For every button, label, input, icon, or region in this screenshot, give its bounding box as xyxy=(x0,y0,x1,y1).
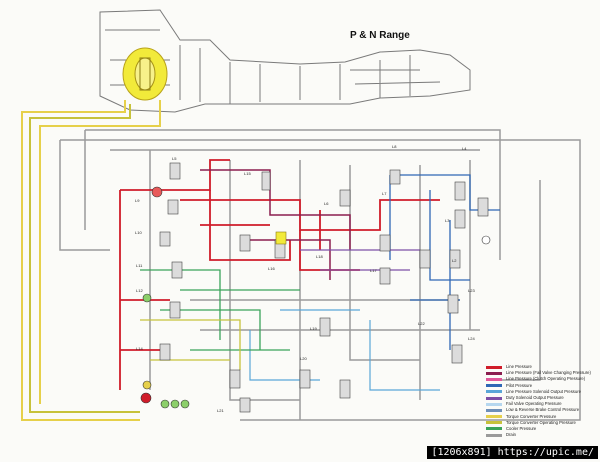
solenoid-output-lines xyxy=(249,309,440,391)
valve-label: L9 xyxy=(135,198,140,203)
legend-item: Line Pressure xyxy=(486,364,598,370)
legend-swatch xyxy=(486,396,502,400)
torque-converter-lines xyxy=(21,100,161,421)
valve-label: L23 xyxy=(468,288,475,293)
legend-swatch xyxy=(486,371,502,375)
legend-swatch xyxy=(486,415,502,419)
valve-bodies xyxy=(159,162,489,413)
valve-label: L10 xyxy=(135,230,142,235)
legend-swatch xyxy=(486,390,502,394)
valve-label: L20 xyxy=(300,356,307,361)
valve-label: L8 xyxy=(392,144,397,149)
legend-label: Fail Valve Operating Pressure xyxy=(506,401,562,407)
highlight-valve xyxy=(275,231,287,245)
legend-item: Line Pressure (Fail Valve Changing Press… xyxy=(486,370,598,376)
valve-label: L11 xyxy=(136,263,143,268)
legend-item: Duty Solenoid Output Pressure xyxy=(486,395,598,401)
valve-label: L18 xyxy=(316,254,323,259)
solenoids xyxy=(140,186,491,409)
legend-label: Pilot Pressure xyxy=(506,382,533,388)
legend-label: Torque Converter Pressure xyxy=(506,413,557,419)
valve-label: L2 xyxy=(452,258,457,263)
valve-label: L5 xyxy=(172,156,177,161)
legend-item: Pilot Pressure xyxy=(486,383,598,389)
valve-label: L22 xyxy=(418,321,425,326)
valve-label: L6 xyxy=(324,201,329,206)
legend-label: Torque Converter Operating Pressure xyxy=(506,419,576,425)
valve-label: L24 xyxy=(468,336,475,341)
legend-label: Line Pressure (Clutch Operating Pressure… xyxy=(506,376,586,382)
cooler-lines xyxy=(140,269,300,351)
valve-label-group: L5 L9 L10 L11 L12 L14 L15 L16 L18 L19 L2… xyxy=(135,144,475,413)
legend-swatch xyxy=(486,433,502,437)
legend-item: Line Pressure (Clutch Operating Pressure… xyxy=(486,376,598,382)
legend-label: Line Pressure (Fail Valve Changing Press… xyxy=(506,370,591,376)
valve-label: L14 xyxy=(136,346,143,351)
legend-swatch xyxy=(486,365,502,369)
valve-label: L3 xyxy=(445,218,450,223)
legend-label: Drain xyxy=(506,432,517,438)
legend-label: Cooler Pressure xyxy=(506,425,537,431)
valve-label: L7 xyxy=(382,191,387,196)
legend-item: Line Pressure Solenoid Output Pressure xyxy=(486,389,598,395)
transmission-housing xyxy=(99,9,471,113)
watermark-link[interactable]: [1206x891] https://upic.me/ xyxy=(427,446,598,459)
valve-label: L19 xyxy=(310,326,317,331)
valve-label: L12 xyxy=(136,288,143,293)
valve-label: L21 xyxy=(217,408,224,413)
tc-operating-lines xyxy=(140,319,241,370)
valve-label: L15 xyxy=(244,171,251,176)
duty-solenoid-lines xyxy=(300,249,420,271)
legend-label: Line Pressure Solenoid Output Pressure xyxy=(506,388,581,394)
diagram-title: P & N Range xyxy=(350,30,410,41)
valve-label: L16 xyxy=(268,266,275,271)
torque-converter xyxy=(122,47,168,101)
legend-swatch xyxy=(486,408,502,412)
legend-item: Fail Valve Operating Pressure xyxy=(486,401,598,407)
legend-swatch xyxy=(486,427,502,431)
legend-label: Low & Reverse Brake Control Pressure xyxy=(506,407,580,413)
valve-label: L4 xyxy=(462,146,467,151)
legend-item: Drain xyxy=(486,432,598,438)
legend-swatch xyxy=(486,384,502,388)
legend-label: Duty Solenoid Output Pressure xyxy=(506,395,564,401)
legend-item: Cooler Pressure xyxy=(486,426,598,432)
pressure-legend: Line Pressure Line Pressure (Fail Valve … xyxy=(486,364,598,438)
valve-label: L17 xyxy=(370,268,377,273)
legend-item: Low & Reverse Brake Control Pressure xyxy=(486,407,598,413)
legend-swatch xyxy=(486,377,502,381)
legend-swatch xyxy=(486,402,502,406)
legend-item: Torque Converter Operating Pressure xyxy=(486,420,598,426)
legend-label: Line Pressure xyxy=(506,364,532,370)
legend-item: Torque Converter Pressure xyxy=(486,414,598,420)
legend-swatch xyxy=(486,421,502,425)
